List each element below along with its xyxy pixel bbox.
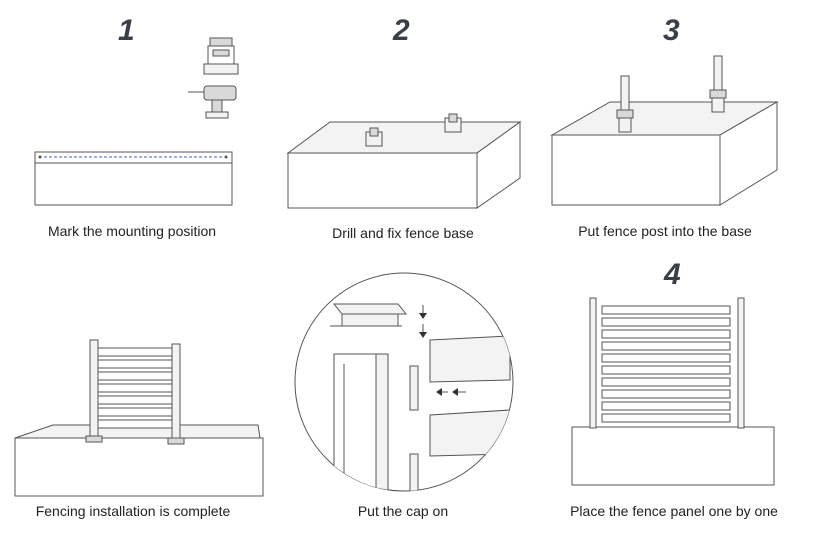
panel-stack	[589, 297, 745, 429]
drill-icon	[188, 85, 237, 119]
completed-fence	[85, 339, 185, 445]
wall-block-3	[550, 101, 779, 206]
wall-block-6	[14, 424, 264, 497]
cap-detail	[294, 272, 514, 492]
fence-base-right	[444, 113, 462, 133]
caption-drill-fix-base: Drill and fix fence base	[332, 225, 474, 241]
caption-complete: Fencing installation is complete	[35, 503, 231, 519]
laser-level-icon	[203, 37, 239, 75]
wall-block-4	[571, 426, 775, 486]
caption-put-post: Put fence post into the base	[578, 223, 752, 239]
step-number-2: 2	[393, 14, 410, 47]
wall-block-2	[286, 121, 522, 209]
step-number-3: 3	[663, 14, 680, 47]
fence-post-right	[709, 55, 727, 113]
marked-wall	[34, 151, 233, 206]
caption-put-cap: Put the cap on	[357, 503, 449, 519]
step-number-1: 1	[118, 14, 135, 47]
fence-base-left	[365, 127, 383, 147]
fence-post-left	[616, 75, 634, 133]
caption-place-panel: Place the fence panel one by one	[570, 503, 778, 519]
step-number-4: 4	[664, 258, 681, 291]
caption-mark-position: Mark the mounting position	[47, 223, 217, 239]
